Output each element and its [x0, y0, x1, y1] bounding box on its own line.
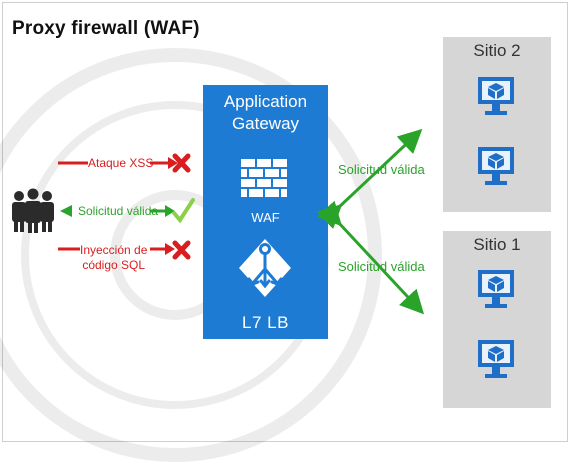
page-title: Proxy firewall (WAF) [12, 18, 200, 39]
site-box-1: Sitio 1 [443, 231, 551, 408]
blocked-x-icon [172, 240, 191, 260]
site-box-2: Sitio 2 [443, 37, 551, 212]
blocked-x-icon [172, 153, 191, 173]
users-group-icon [12, 188, 54, 233]
arrow-to-site-1 [316, 200, 425, 315]
application-gateway-box: Application Gateway WAF L7 LB [203, 85, 328, 339]
site-label-2: Sitio 2 [473, 41, 521, 60]
arrow-to-site-2 [316, 128, 423, 230]
waf-label: WAF [251, 210, 280, 225]
request-label-valid: Solicitud válida [78, 204, 159, 218]
l7-lb-label: L7 LB [242, 313, 289, 332]
xss-arrowhead [168, 157, 178, 169]
request-label-sql: Inyección de código SQL [80, 243, 147, 273]
vm-monitor-icon [478, 147, 514, 185]
vm-monitor-icon [478, 270, 514, 308]
diagram-canvas: Proxy firewall (WAF) [0, 2, 568, 462]
firewall-brick-icon [241, 159, 287, 197]
request-label-xss: Ataque XSS [88, 156, 154, 170]
sql-arrowhead [165, 243, 175, 255]
vm-monitor-icon [478, 77, 514, 115]
allowed-check-icon [172, 198, 195, 224]
request-label-sql-line1: Inyección de [80, 243, 148, 257]
request-label-sql-line2: código SQL [82, 258, 146, 272]
load-balancer-icon [239, 239, 291, 297]
backend-label-upper: Solicitud válida [338, 162, 425, 177]
gateway-title-line2: Gateway [231, 114, 300, 133]
vm-monitor-icon [478, 340, 514, 378]
site-label-1: Sitio 1 [473, 235, 521, 254]
slide-frame [2, 2, 568, 442]
gateway-title-line1: Application [223, 92, 308, 111]
request-arrows [58, 157, 178, 255]
backend-arrows [316, 128, 425, 315]
valid-arrowhead-right [165, 205, 175, 217]
valid-arrowhead-left [60, 205, 72, 217]
backend-label-lower: Solicitud válida [338, 259, 425, 274]
